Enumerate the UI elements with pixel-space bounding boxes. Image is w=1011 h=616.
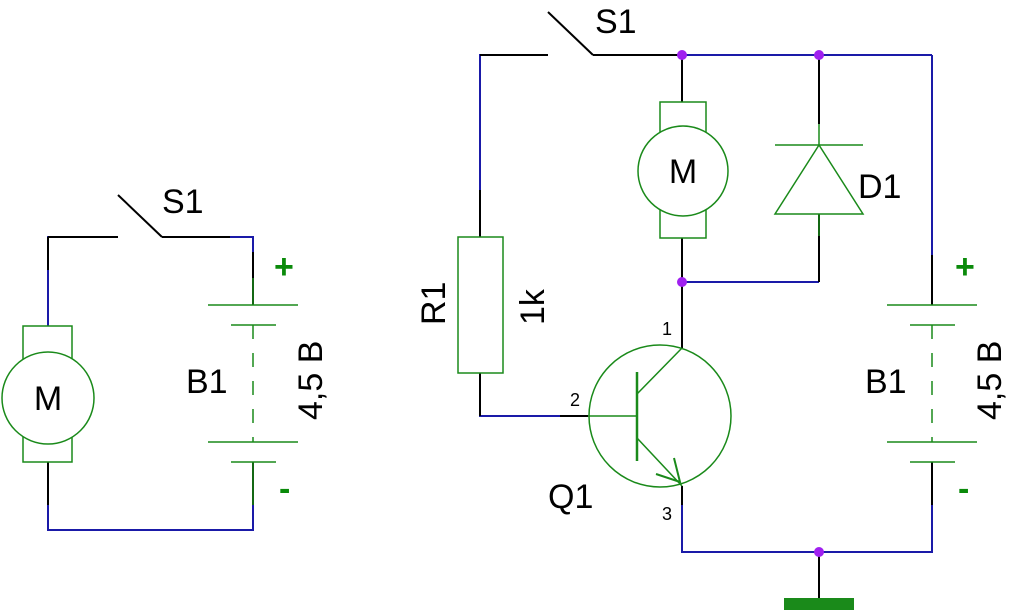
transistor: [588, 344, 732, 488]
battery: [208, 278, 298, 505]
switch-label: S1: [595, 3, 637, 41]
switch-lever: [117, 194, 163, 238]
pin-base: 2: [570, 390, 580, 410]
transistor-label: Q1: [548, 478, 593, 516]
motor-label: M: [34, 380, 62, 418]
transistor-collector: [636, 347, 683, 395]
motor: [637, 101, 729, 239]
diode: [773, 124, 865, 236]
junctions: [677, 50, 824, 557]
battery-value: 4,5 B: [292, 341, 330, 420]
wire: [162, 236, 254, 278]
motor: [1, 325, 95, 463]
right-wires: [479, 54, 933, 598]
left-circuit: S1 M B1 4,5 B + -: [1, 183, 330, 531]
switch-label: S1: [162, 183, 204, 221]
emitter-arrow: [655, 457, 682, 484]
junction-dot: [677, 50, 687, 60]
diode-triangle: [773, 143, 865, 215]
resistor-value: 1k: [514, 288, 552, 325]
junction-dot: [814, 547, 824, 557]
switch-lever: [547, 11, 594, 56]
junction-dot: [677, 277, 687, 287]
resistor-body: [457, 236, 504, 374]
wire: [47, 236, 118, 326]
right-circuit: S1 M D1 R1 1k 1 2 3: [415, 3, 1009, 610]
plus-sign: +: [955, 248, 975, 286]
wire: [47, 462, 254, 531]
plus-sign: +: [274, 248, 294, 286]
motor-label: M: [669, 153, 697, 191]
wire: [681, 462, 933, 553]
ground-symbol: [784, 598, 854, 610]
minus-sign: -: [279, 470, 290, 508]
minus-sign: -: [958, 470, 969, 508]
resistor: [457, 236, 504, 374]
motor-circle: [1, 351, 95, 445]
junction-dot: [814, 50, 824, 60]
battery-value: 4,5 B: [971, 341, 1009, 420]
pin-collector: 1: [662, 319, 672, 339]
battery: [887, 304, 977, 463]
battery-label: B1: [186, 363, 228, 401]
battery-label: B1: [865, 363, 907, 401]
motor-circle: [637, 125, 729, 217]
transistor-emitter: [636, 437, 683, 487]
pin-emitter: 3: [662, 504, 672, 524]
diode-label: D1: [858, 168, 901, 206]
resistor-label: R1: [415, 282, 453, 325]
wire: [479, 54, 548, 237]
